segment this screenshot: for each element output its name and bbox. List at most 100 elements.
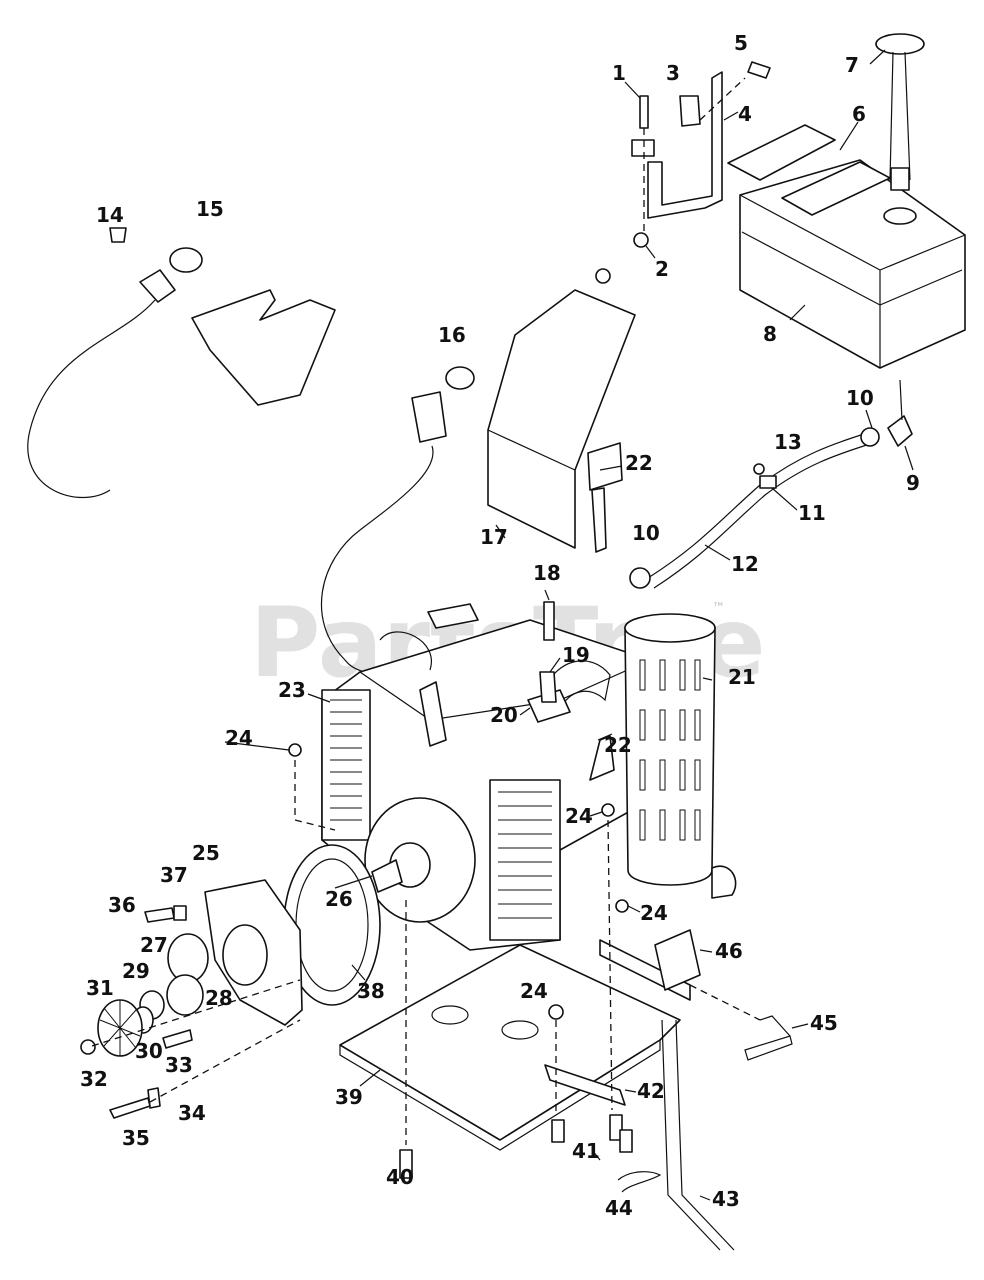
plate-hole-2 <box>501 1020 539 1040</box>
bolt-40 <box>399 1149 413 1179</box>
callout-24d: 24 <box>520 979 548 1003</box>
callout-45: 45 <box>810 1011 838 1035</box>
leader-18 <box>544 589 550 601</box>
callout-22a: 22 <box>625 451 653 475</box>
bolt-35 <box>109 1097 151 1119</box>
fuel-line-lower <box>653 442 874 589</box>
muffler-assembly <box>624 613 737 899</box>
muffler-outlet <box>711 865 737 899</box>
fuel-tank-assembly <box>629 33 966 589</box>
bolt-36 <box>144 907 175 923</box>
fuel-tank-seam <box>741 231 963 306</box>
leader-10a <box>865 409 873 429</box>
tank-strap-bracket <box>647 71 723 219</box>
bolt-5 <box>747 61 771 79</box>
tank-outlet <box>899 379 903 421</box>
exhaust-stud-19 <box>539 671 557 703</box>
intake-pipe <box>379 631 433 671</box>
fitting-37 <box>173 905 187 921</box>
callout-33: 33 <box>165 1053 193 1077</box>
leader-12 <box>704 544 731 561</box>
blower-shroud <box>487 268 636 553</box>
callout-1: 1 <box>612 61 626 85</box>
callout-16: 16 <box>438 323 466 347</box>
callout-17: 17 <box>480 525 508 549</box>
callout-46: 46 <box>715 939 743 963</box>
leader-9 <box>904 445 914 471</box>
callout-27: 27 <box>140 933 168 957</box>
callout-3: 3 <box>666 61 680 85</box>
callout-37: 37 <box>160 863 188 887</box>
leader-43 <box>699 1195 711 1201</box>
callout-38: 38 <box>357 979 385 1003</box>
callout-2: 2 <box>655 257 669 281</box>
crankshaft-26 <box>371 859 403 893</box>
callout-21: 21 <box>728 665 756 689</box>
throttle-cable <box>27 299 156 499</box>
leader-24a <box>224 741 290 751</box>
muffler-21 <box>624 613 716 886</box>
callout-labels: 1 2 3 4 5 6 7 8 9 10 10 11 12 13 14 15 1… <box>80 31 920 1220</box>
carburetor-stud <box>419 681 447 747</box>
callout-39: 39 <box>335 1085 363 1109</box>
pto-gearbox <box>80 844 381 1119</box>
bolt-41c <box>619 1129 633 1153</box>
shutoff-valve-9 <box>887 415 913 447</box>
fuel-line-clamp-11 <box>759 475 777 489</box>
leader-26 <box>334 875 373 889</box>
base-plate-edge <box>339 1040 661 1151</box>
guide-line-41 <box>607 819 613 1111</box>
bolt-14 <box>109 227 127 243</box>
leader-7 <box>869 49 886 65</box>
throttle-lever <box>139 269 176 303</box>
callout-20: 20 <box>490 703 518 727</box>
callout-10b: 10 <box>632 521 660 545</box>
nut-32 <box>80 1039 96 1055</box>
leader-17 <box>495 524 506 539</box>
shroud-fold <box>487 429 576 471</box>
housing-bore <box>222 924 268 986</box>
callout-22b: 22 <box>604 733 632 757</box>
shroud-17 <box>487 289 636 549</box>
nut-24a <box>288 743 302 757</box>
leader-4 <box>723 111 739 121</box>
fuel-gauge-float <box>890 167 910 191</box>
leader-41 <box>591 1149 601 1161</box>
callout-19: 19 <box>562 643 590 667</box>
guide-line-45 <box>689 984 761 1021</box>
hose-clamp-10b <box>629 567 651 589</box>
fuel-filler-neck <box>883 207 917 225</box>
callout-9: 9 <box>906 471 920 495</box>
callout-24c: 24 <box>640 901 668 925</box>
callout-18: 18 <box>533 561 561 585</box>
leader-46 <box>699 949 713 953</box>
leader-2 <box>645 245 656 259</box>
muffler-top <box>624 613 716 643</box>
muffler-slots <box>639 659 701 841</box>
bolt-1 <box>639 95 649 129</box>
callout-10a: 10 <box>846 386 874 410</box>
callout-40: 40 <box>386 1165 414 1189</box>
callout-15: 15 <box>196 197 224 221</box>
control-bracket <box>191 289 336 406</box>
engine-top-edge <box>359 659 651 721</box>
watermark-trademark: ™ <box>712 601 725 616</box>
nut-2 <box>633 232 649 248</box>
shroud-nut <box>595 268 611 284</box>
guide-line-24a <box>294 760 336 831</box>
leader-lines <box>224 49 914 1201</box>
exhaust-pipe <box>544 660 611 711</box>
leader-42 <box>624 1089 637 1093</box>
exhaust-elbow-22 <box>589 735 615 781</box>
callout-6: 6 <box>852 102 866 126</box>
callout-12: 12 <box>731 552 759 576</box>
fuel-gauge-rod <box>889 51 911 181</box>
choke-lever <box>411 391 447 443</box>
hose-clamp-10a <box>860 427 880 447</box>
leader-19 <box>549 657 561 673</box>
leader-8 <box>789 304 806 321</box>
bevel-gear-teeth <box>99 1000 141 1056</box>
callout-26: 26 <box>325 887 353 911</box>
